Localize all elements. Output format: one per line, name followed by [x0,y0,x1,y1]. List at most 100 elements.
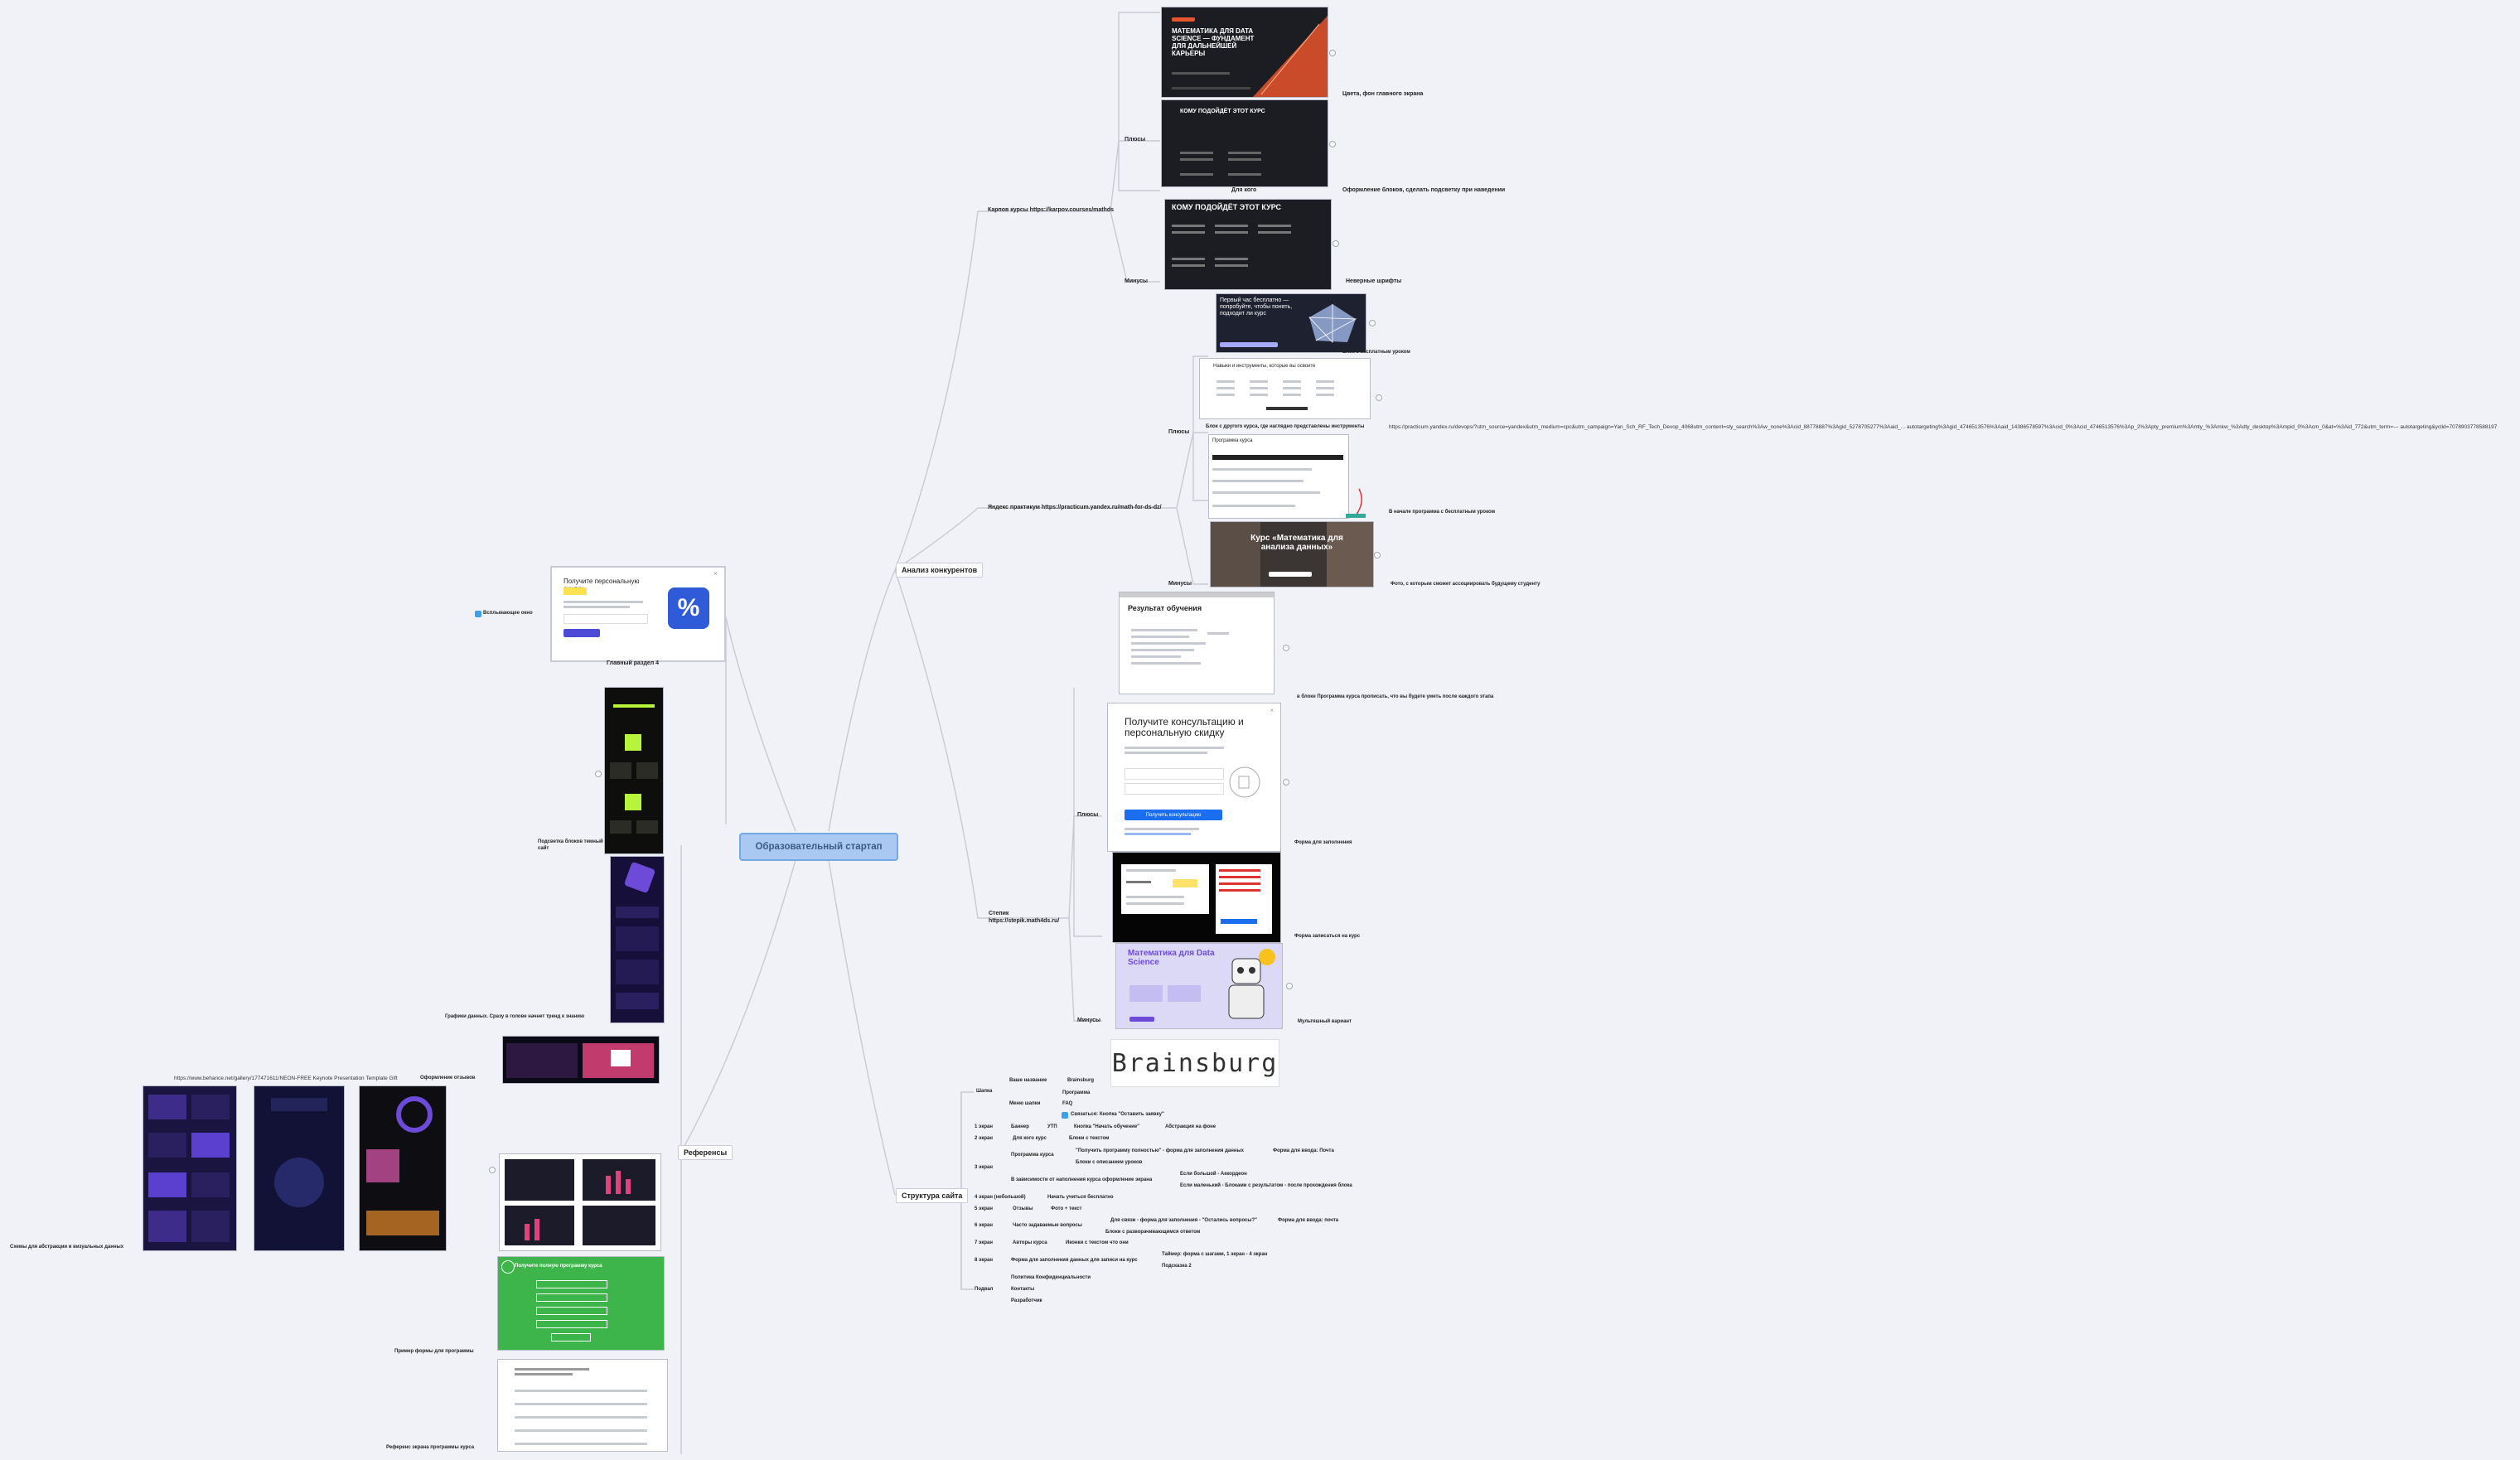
node-dot[interactable] [1329,141,1336,147]
ref-popup-note: Всплывающее окно [483,611,533,616]
menu-item-program: Программа [1062,1090,1091,1095]
yandex-tools-button[interactable] [1266,407,1308,410]
node-dot[interactable] [1286,983,1293,989]
root-node[interactable]: Образовательный стартап [739,833,898,861]
menu-item-faq: FAQ [1062,1101,1073,1106]
footer-developer: Разработчик [1011,1298,1042,1303]
karpov-minus: Минусы [1125,278,1148,284]
green-form-input-4[interactable] [536,1320,607,1328]
student-photo-left [1211,522,1260,587]
yandex-tools-screenshot: Навыки и инструменты, которые вы освоите [1199,358,1371,419]
karpov-fonts-title: КОМУ ПОДОЙДЁТ ЭТОТ КУРС [1172,203,1282,211]
ref-abstraction-note: Схемы для абстракции и визуальных данных [10,1245,124,1250]
node-dot[interactable] [489,1167,496,1173]
structure-menu-label: Меню шапки [1009,1101,1041,1106]
yandex-course-button[interactable] [1269,572,1312,577]
stepik-consult-screenshot: Получите консультацию и персональную ски… [1107,703,1281,852]
karpov-hero-screenshot: МАТЕМАТИКА ДЛЯ DATA SCIENCE — ФУНДАМЕНТ … [1161,7,1328,98]
karpov-note-fonts: Неверные шрифты [1346,278,1402,284]
ref-program-form-screenshot: Получите полную программу курса [497,1256,665,1351]
yandex-url[interactable]: https://practicum.yandex.ru/devops/?utm_… [1389,424,2498,430]
row3-c: Форма для ввода: Почта [1273,1148,1334,1153]
row3-screen: 3 экран [975,1165,993,1170]
stepik-note-signup: Форма записаться на курс [1294,934,1361,939]
ref-dark-site-screenshot [604,687,664,854]
row3-b: "Получить программу полностью" - форма д… [1076,1148,1244,1153]
yandex-free-button[interactable] [1220,342,1278,347]
green-form-input-2[interactable] [536,1293,607,1302]
student-photo-right [1327,522,1373,587]
node-dot[interactable] [1369,320,1376,326]
row1-b: УТП [1047,1124,1057,1129]
karpov-label: Карпов курсы https://karpov.courses/math… [988,207,1115,213]
ref-abstraction-screenshot-3 [359,1085,447,1251]
karpov-fonts-screenshot: КОМУ ПОДОЙДЁТ ЭТОТ КУРС [1164,199,1332,290]
row1-screen: 1 экран [975,1124,993,1129]
branch-structure[interactable]: Структура сайта [896,1188,969,1203]
root-label: Образовательный стартап [755,842,883,852]
node-dot[interactable] [595,771,602,777]
row4-c: Если маленький - Блоками с результатом -… [1180,1183,1352,1188]
close-icon[interactable]: × [713,569,718,578]
yandex-course-title: Курс «Математика для анализа данных» [1250,534,1343,552]
row5-a: Начать учиться бесплатно [1047,1195,1114,1200]
structure-footer: Подвал [975,1287,994,1292]
node-dot[interactable] [1333,240,1339,247]
karpov-note-audience: Для кого [1231,187,1257,193]
ref-graphs-screenshot [610,856,665,1023]
branch-competitors[interactable]: Анализ конкурентов [896,563,984,578]
yandex-program-title: Программа курса [1212,438,1253,443]
branch-references-label: Референсы [684,1148,728,1157]
branch-references[interactable]: Референсы [678,1145,733,1160]
node-dot[interactable] [1329,50,1336,56]
crystal-graphic [1308,304,1357,344]
branch-competitors-label: Анализ конкурентов [902,566,978,574]
green-form-input-3[interactable] [536,1307,607,1315]
karpov-note-hover: Оформление блоков, сделать подсветку при… [1342,187,1506,193]
node-dot[interactable] [1283,645,1289,651]
row9-c: Подсказка 2 [1162,1264,1192,1269]
karpov-audience-title: КОМУ ПОДОЙДЁТ ЭТОТ КУРС [1180,109,1265,114]
row1-c: Кнопка "Начать обучение" [1074,1124,1140,1129]
stepik-cartoon-button[interactable] [1129,1017,1154,1022]
ref-program-screen-screenshot [497,1359,668,1452]
menu-item-contact: Связаться: Кнопка "Оставить заявку" [1071,1112,1164,1117]
footer-privacy: Политика Конфиденциальности [1011,1275,1091,1280]
stepik-cartoon-title: Математика для Data Science [1128,949,1215,967]
node-dot[interactable] [1374,552,1381,558]
stepik-note-program: в блоке Программа курса прописать, что в… [1297,694,1494,699]
row4-a: В зависимости от наполнения курса оформл… [1011,1177,1153,1182]
stepik-consult-button[interactable]: Получить консультацию [1125,810,1222,820]
row2-a: Для кого курс [1013,1136,1047,1141]
ref-popup-screenshot: Получите персональную скидку % × [550,566,726,662]
row7-c: Форма для ввода: почта [1278,1218,1339,1223]
row1-d: Абстракция на фоне [1165,1124,1216,1129]
stepik-signup-form-right [1216,864,1272,934]
branch-structure-label: Структура сайта [902,1192,963,1200]
stepik-name-input[interactable] [1125,768,1224,780]
yandex-free-lesson-title: Первый час бесплатно — попробуйте, чтобы… [1220,297,1293,317]
close-icon[interactable]: × [1270,707,1274,714]
orange-triangle-graphic [1253,16,1328,97]
footer-contacts: Контакты [1011,1287,1035,1292]
karpov-hero-title: МАТЕМАТИКА ДЛЯ DATA SCIENCE — ФУНДАМЕНТ … [1172,27,1255,57]
green-form-submit-button[interactable] [551,1333,591,1342]
yandex-minus: Минусы [1168,581,1192,587]
stepik-cartoon-screenshot: Математика для Data Science [1115,943,1283,1029]
row3-a: Программа курса [1011,1153,1054,1158]
ref-popup-submit-button[interactable] [563,629,600,637]
node-dot[interactable] [1283,779,1289,786]
yandex-note-photo: Фото, с которым сможет ассоциировать буд… [1391,582,1541,587]
stepik-phone-input[interactable] [1125,783,1224,795]
percent-icon: % [668,587,709,629]
yandex-program-screenshot: Программа курса [1208,434,1349,519]
ref-behance-link[interactable]: https://www.behance.net/gallery/17747161… [174,1076,398,1081]
ref-dark-site-note: Подсветка блоков темный сайт [538,839,603,851]
stepik-label: Степик https://stepik.math4ds.ru/ [989,911,1060,924]
ref-popup-phone-input[interactable] [563,614,648,624]
row6-screen: 5 экран [975,1206,993,1211]
green-form-input-1[interactable] [536,1280,607,1288]
stepik-results-screenshot: Результат обучения [1119,592,1275,694]
node-dot[interactable] [1376,394,1382,401]
